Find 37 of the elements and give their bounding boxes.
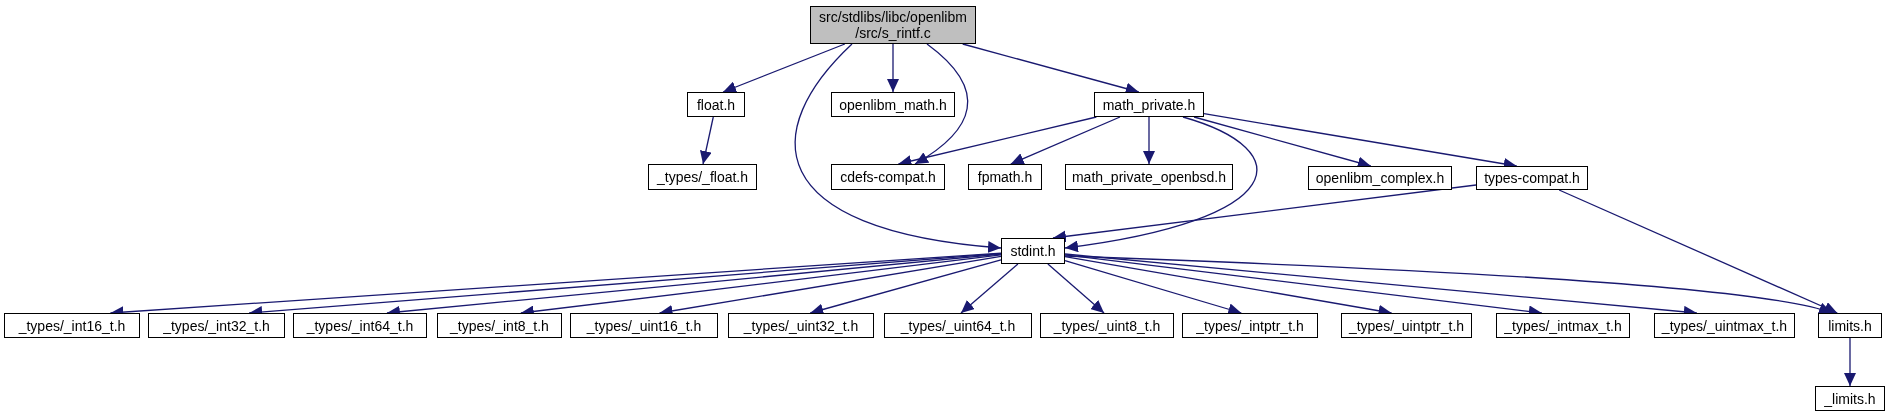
arrow xyxy=(1143,116,1155,165)
file-box: _types/_int8_t.h xyxy=(437,313,562,338)
arrow xyxy=(914,43,969,165)
file-box: _types/_uintptr_t.h xyxy=(1341,313,1472,338)
file-box: _types/_int32_t.h xyxy=(148,313,285,338)
file-box: openlibm_math.h xyxy=(831,92,955,117)
file-box: limits.h xyxy=(1818,313,1882,338)
file-box: math_private_openbsd.h xyxy=(1065,164,1233,190)
arrow xyxy=(887,43,899,93)
file-box: fpmath.h xyxy=(968,164,1042,190)
file-box: _types/_uint64_t.h xyxy=(884,313,1032,338)
arrow xyxy=(699,116,714,165)
arrow xyxy=(722,43,846,93)
arrow xyxy=(1844,337,1856,387)
arrow xyxy=(1010,116,1121,165)
file-box: _types/_uintmax_t.h xyxy=(1654,313,1795,338)
file-box: types-compat.h xyxy=(1476,166,1588,190)
file-box: openlibm_complex.h xyxy=(1308,166,1452,190)
file-box: _limits.h xyxy=(1815,386,1885,411)
file-box: _types/_uint8_t.h xyxy=(1040,313,1174,338)
arrow xyxy=(795,43,1002,253)
file-box: src/stdlibs/libc/openlibm /src/s_rintf.c xyxy=(810,6,976,44)
file-box: stdint.h xyxy=(1001,238,1065,264)
arrow xyxy=(1558,189,1838,314)
file-box: _types/_int16_t.h xyxy=(4,313,140,338)
file-box: _types/_intmax_t.h xyxy=(1496,313,1630,338)
file-box: _types/_float.h xyxy=(648,164,757,190)
file-box: float.h xyxy=(687,92,745,117)
file-box: _types/_int64_t.h xyxy=(293,313,427,338)
file-box: cdefs-compat.h xyxy=(831,164,945,190)
arrow xyxy=(960,263,1019,314)
file-box: _types/_uint32_t.h xyxy=(728,313,874,338)
file-box: _types/_uint16_t.h xyxy=(570,313,718,338)
arrow xyxy=(1047,263,1105,314)
arrow xyxy=(1064,116,1258,252)
file-box: math_private.h xyxy=(1094,92,1204,117)
file-box: _types/_intptr_t.h xyxy=(1182,313,1318,338)
